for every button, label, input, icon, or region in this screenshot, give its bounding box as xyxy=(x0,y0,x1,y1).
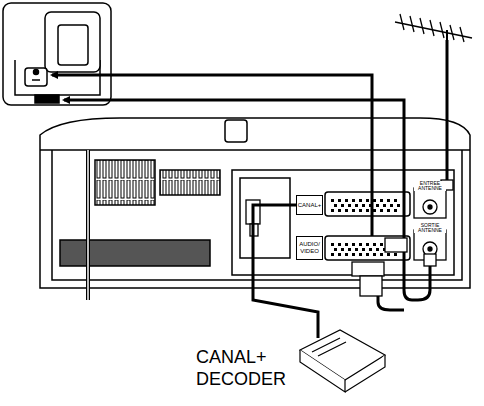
plugs xyxy=(246,180,453,296)
node-text: CANAL+ DECODER xyxy=(196,346,288,390)
decoder-box xyxy=(300,330,385,392)
tv-set xyxy=(3,3,111,105)
antenna xyxy=(395,14,472,42)
decoder-label: CANAL+ DECODER xyxy=(196,338,296,398)
power-cord xyxy=(86,150,90,300)
node-text: AUDIO/ VIDEO xyxy=(297,241,322,255)
cables xyxy=(52,40,447,310)
node-text: CANAL+ xyxy=(297,202,322,209)
scart-cable xyxy=(253,205,318,338)
antenna-sockets xyxy=(414,188,446,260)
power-cord xyxy=(87,150,89,300)
socket-label: CANAL+ xyxy=(296,195,323,215)
socket-label: AUDIO/ VIDEO xyxy=(296,236,323,260)
socket-caption: ENTREE ANTENNE xyxy=(414,181,446,191)
socket-caption: SORTIE ANTENNE xyxy=(414,223,446,233)
